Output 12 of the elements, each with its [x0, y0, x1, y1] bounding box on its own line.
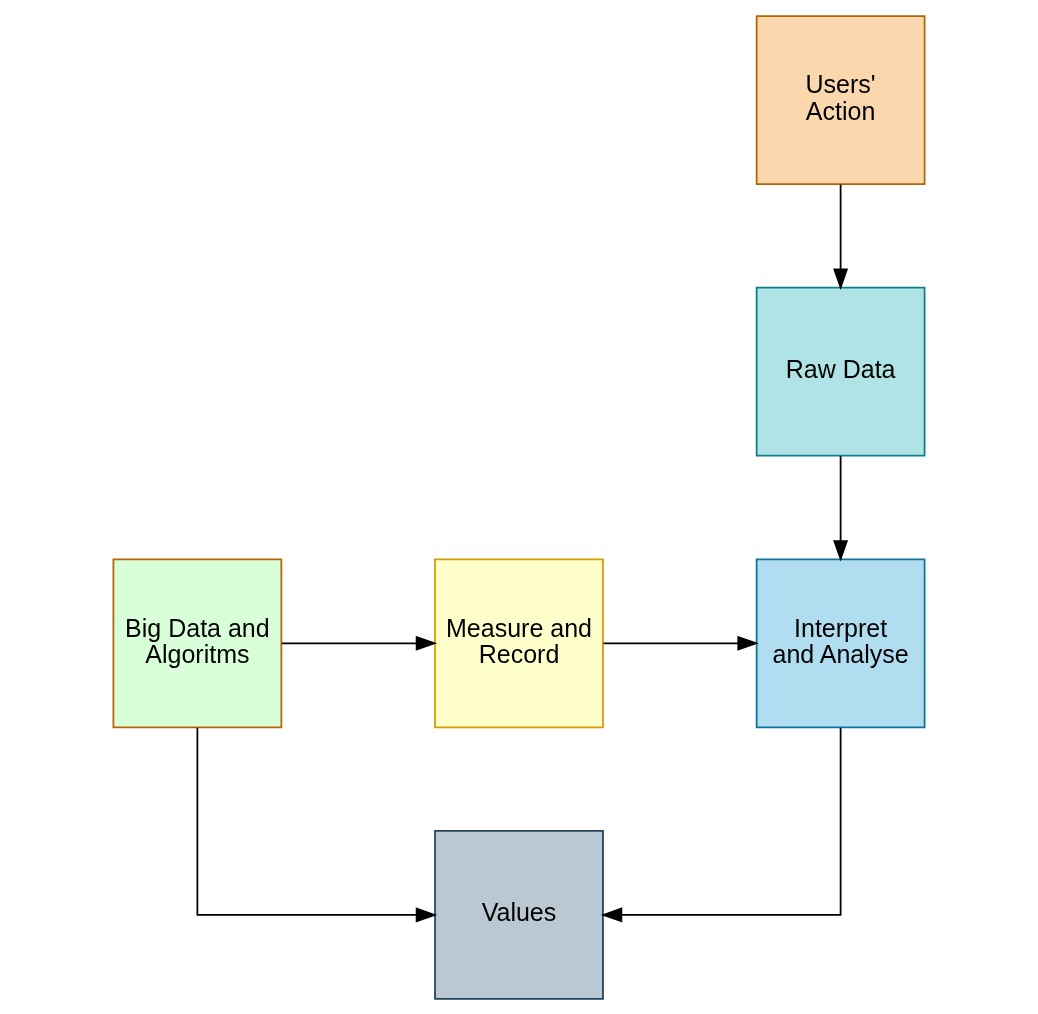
node-box: Big Data and Algoritms — [112, 557, 283, 728]
node-box: Users' Action — [755, 14, 926, 185]
node-box: Measure and Record — [434, 557, 604, 728]
arrow — [833, 454, 849, 562]
node-box: Interpret and Analyse — [755, 557, 926, 728]
arrow — [600, 726, 842, 922]
arrow — [281, 635, 438, 651]
arrow — [602, 635, 759, 651]
node-box: Values — [434, 829, 604, 1000]
node-box: Raw Data — [755, 286, 926, 457]
arrow — [833, 183, 849, 290]
arrow — [196, 726, 438, 922]
